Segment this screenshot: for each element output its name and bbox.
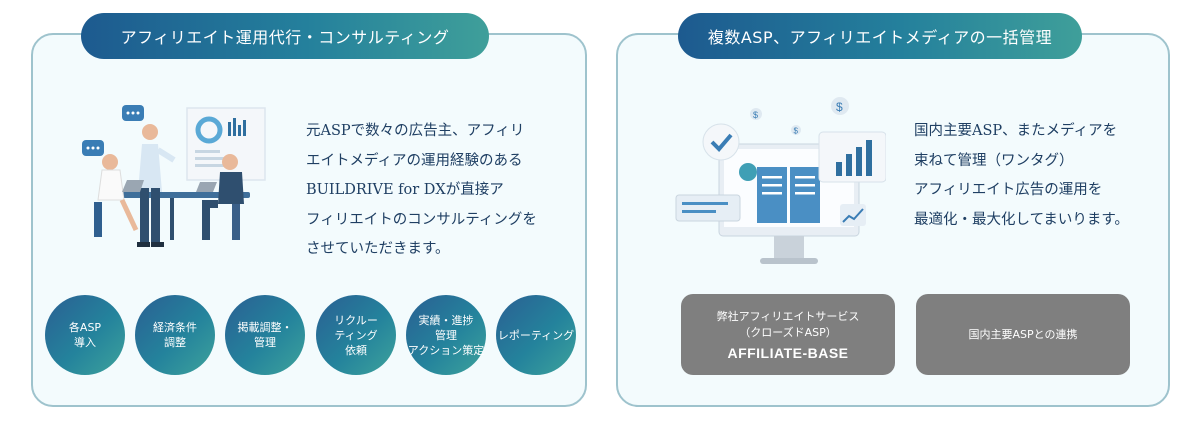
service-placement-management: 掲載調整・ 管理 [225,295,305,375]
asp-integration-label: 国内主要ASPとの連携 [968,327,1078,341]
management-title: 複数ASP、アフィリエイトメディアの一括管理 [678,13,1082,59]
consulting-description-line: させていただきます。 [306,241,450,257]
service-asp-introduction: 各ASP 導入 [45,295,125,375]
management-description: 国内主要ASP、またメディアを 束ねて管理（ワンタグ） アフィリエイト広告の運用… [914,117,1129,235]
consulting-title: アフィリエイト運用代行・コンサルティング [81,13,489,59]
service-recruiting-request: リクルー ティング 依頼 [316,295,396,375]
management-description-line: 束ねて管理（ワンタグ） [914,152,1074,169]
dashboard-illustration: $ $ $ [675,97,886,264]
consulting-description-line: エイトメディアの運用経験のある [306,152,523,169]
svg-text:$: $ [753,110,758,120]
meeting-illustration [82,105,266,247]
management-description-line: 最適化・最大化してまいります。 [914,211,1129,228]
affiliate-base-line2: （クローズドASP） [739,325,837,339]
management-description-line: 国内主要ASP、またメディアを [914,123,1118,139]
affiliate-base-brand: AFFILIATE-BASE [727,344,849,361]
management-description-line: アフィリエイト広告の運用を [914,182,1103,198]
affiliate-base-box: 弊社アフィリエイトサービス （クローズドASP） AFFILIATE-BASE [681,294,895,375]
consulting-description-line: フィリエイトのコンサルティングを [306,211,537,228]
service-performance-management: 実績・進捗 管理 アクション策定 [406,295,486,375]
svg-text:$: $ [836,100,843,114]
affiliate-base-line1: 弊社アフィリエイトサービス [716,309,860,323]
consulting-description: 元ASPで数々の広告主、アフィリ エイトメディアの運用経験のある BUILDRI… [306,117,537,265]
service-reporting: レポーティング [496,295,576,375]
consulting-description-line: 元ASPで数々の広告主、アフィリ [306,123,525,139]
service-economic-terms: 経済条件 調整 [135,295,215,375]
svg-text:$: $ [794,127,799,136]
consulting-description-line: BUILDRIVE for DXが直接ア [306,182,504,198]
asp-integration-box: 国内主要ASPとの連携 [916,294,1130,375]
